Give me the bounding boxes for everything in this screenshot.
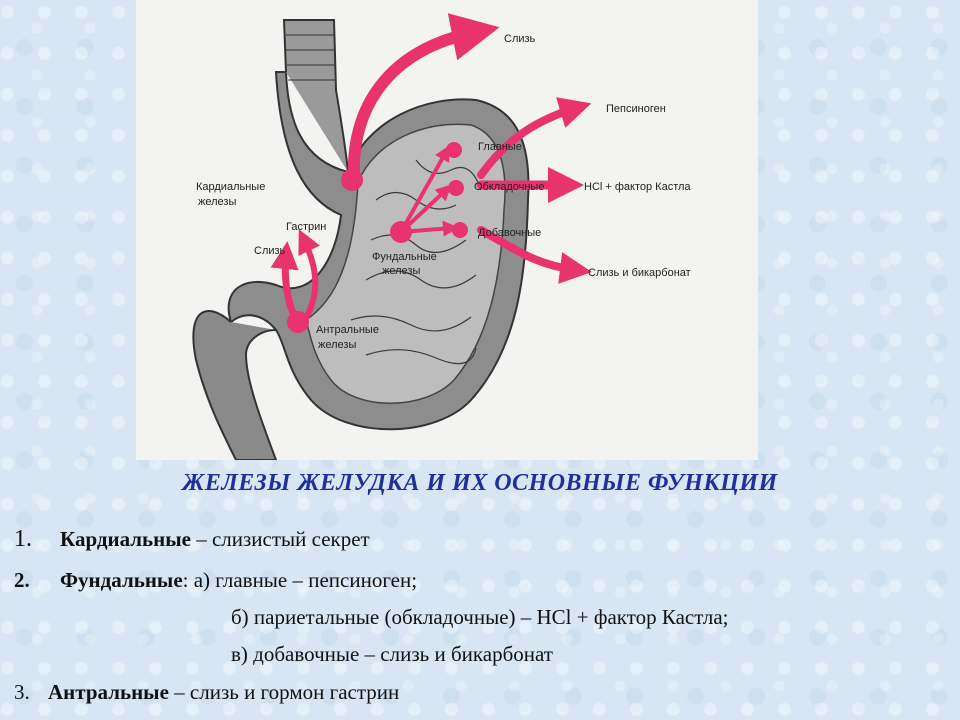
- label-gastrin: Гастрин: [286, 221, 326, 233]
- label-mucus-top: Слизь: [504, 33, 536, 45]
- item-name: Фундальные: [60, 568, 183, 592]
- arrow-gastrin: [298, 229, 321, 321]
- label-parietal: Обкладочные: [474, 181, 544, 193]
- stomach-diagram: Слизь Пепсиноген Главные HCl + фактор Ка…: [136, 0, 758, 460]
- label-fundal-1: Фундальные: [372, 251, 437, 263]
- arrow-pepsinogen: [477, 97, 592, 179]
- item-number: 2.: [14, 568, 30, 592]
- label-accessory: Добавочные: [478, 227, 541, 239]
- esophagus-rings: [286, 34, 336, 81]
- gland-dots: [287, 142, 468, 333]
- stomach-svg: Слизь Пепсиноген Главные HCl + фактор Ка…: [192, 13, 691, 460]
- list-subitem-accessory: в) добавочные – слизь и бикарбонат: [231, 642, 553, 666]
- label-fundal-2: железы: [382, 265, 420, 277]
- item-number: 1.: [14, 526, 32, 552]
- label-cardiac-2: железы: [198, 196, 236, 208]
- label-pepsinogen: Пепсиноген: [606, 103, 666, 115]
- duodenum: [192, 310, 278, 460]
- antral-gland-dot: [287, 311, 309, 333]
- item-name: Антральные: [48, 680, 169, 704]
- cardiac-gland-dot: [341, 169, 363, 191]
- label-antral-2: железы: [318, 339, 356, 351]
- label-cardiac-1: Кардиальные: [196, 181, 265, 193]
- chief-cell-dot: [446, 142, 462, 158]
- label-mucus-bicarb: Слизь и бикарбонат: [588, 267, 691, 279]
- item-text: – слизь и гормон гастрин: [168, 680, 400, 704]
- fundal-gland-dot: [390, 221, 412, 243]
- list-item-antral: 3. Антральные – слизь и гормон гастрин: [14, 680, 399, 705]
- item-text: – слизистый секрет: [190, 527, 370, 551]
- list-subitem-parietal: б) париетальные (обкладочные) – HCl + фа…: [231, 605, 729, 629]
- arrow-to-chief: [399, 145, 450, 234]
- page-title: ЖЕЛЕЗЫ ЖЕЛУДКА И ИХ ОСНОВНЫЕ ФУНКЦИИ: [182, 470, 778, 496]
- item-text: : а) главные – пепсиноген;: [182, 568, 418, 592]
- list-item-cardiac: 1. Кардиальные – слизистый секрет: [14, 526, 370, 553]
- gastric-folds: [350, 159, 482, 365]
- label-hcl: HCl + фактор Кастла: [584, 181, 691, 193]
- list-item-fundal: 2. Фундальные: а) главные – пепсиноген;: [14, 568, 417, 593]
- item-name: Кардиальные: [60, 527, 191, 551]
- parietal-cell-dot: [448, 180, 464, 196]
- esophagus: [282, 19, 349, 173]
- label-antral-1: Антральные: [316, 324, 379, 336]
- label-mucus-left: Слизь: [254, 245, 286, 257]
- label-chief: Главные: [478, 141, 522, 153]
- arrow-mucus-bicarb: [477, 226, 592, 284]
- accessory-cell-dot: [452, 222, 468, 238]
- item-number: 3.: [14, 680, 30, 704]
- arrow-mucus-top: [347, 13, 500, 184]
